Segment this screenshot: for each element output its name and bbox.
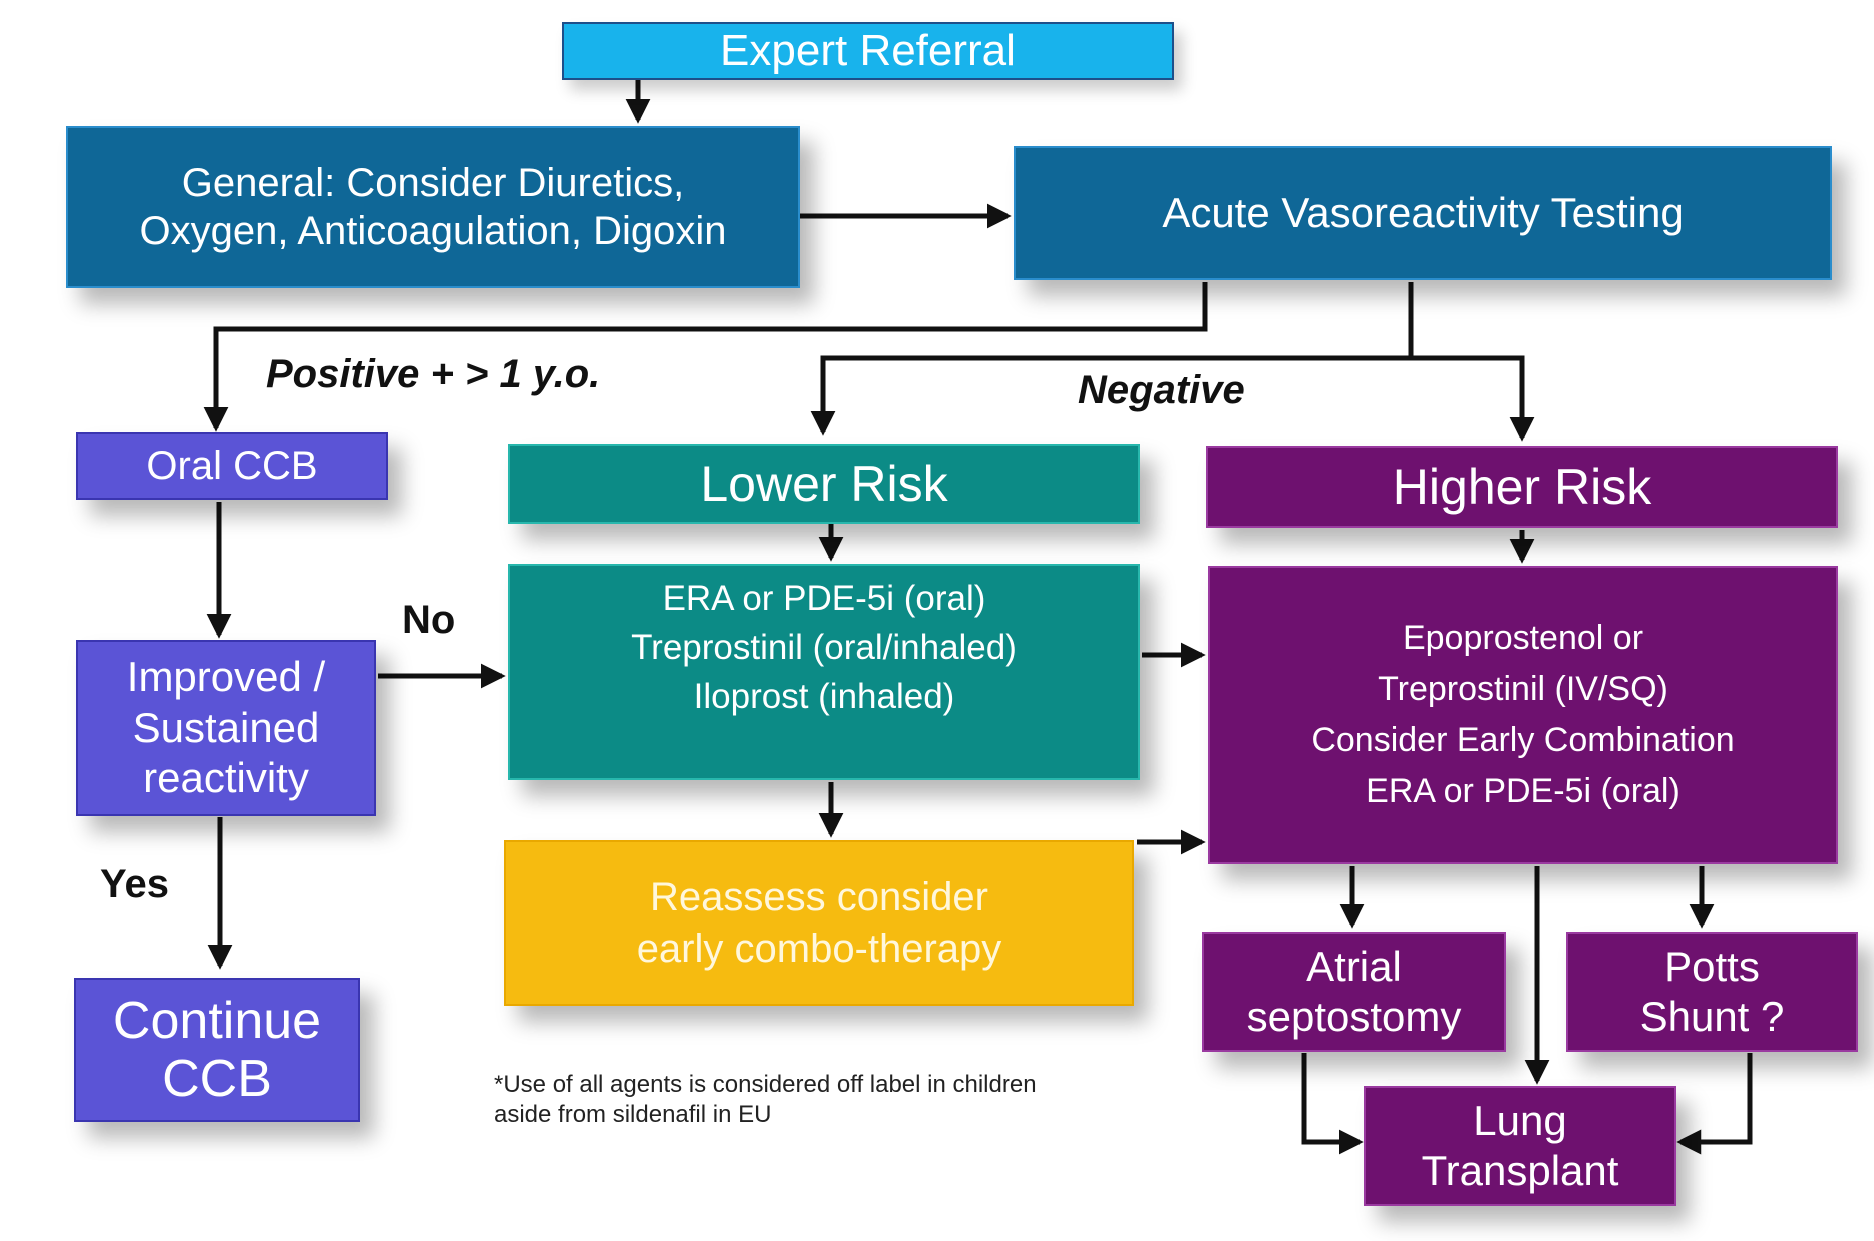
improved-line-2: Sustained [132, 703, 320, 751]
improved-line-3: reactivity [143, 754, 309, 802]
lung-line-1: Lung [1473, 1096, 1567, 1144]
footnote-line-2: aside from sildenafil in EU [494, 1101, 772, 1128]
higher-risk-header: Higher Risk [1206, 446, 1838, 528]
lung-transplant-box: Lung Transplant [1364, 1086, 1676, 1206]
higher-risk-text: Higher Risk [1392, 459, 1652, 515]
arrow-potts-to-lung [1676, 1053, 1753, 1155]
higher-risk-therapy-box: Epoprostenol or Treprostinil (IV/SQ) Con… [1208, 566, 1838, 864]
arrow-negative-to-lower-risk [810, 355, 1411, 436]
oral-ccb-box: Oral CCB [76, 432, 388, 500]
arrow-atrial-to-lung [1301, 1053, 1364, 1155]
oral-ccb-text: Oral CCB [146, 444, 318, 488]
atrial-line-1: Atrial [1306, 942, 1402, 990]
higher-therapy-line-4: ERA or PDE-5i (oral) [1366, 772, 1680, 810]
arrow-testing-to-oral-ccb [203, 282, 1208, 432]
continue-ccb-line-1: Continue [112, 991, 322, 1050]
general-measures-box: General: Consider Diuretics, Oxygen, Ant… [66, 126, 800, 288]
lower-therapy-line-2: Treprostinil (oral/inhaled) [631, 628, 1017, 667]
arrow-negative-to-higher-risk [1411, 355, 1535, 442]
lower-therapy-line-3: Iloprost (inhaled) [693, 677, 955, 716]
potts-line-1: Potts [1664, 942, 1760, 990]
acute-vasoreactivity-testing-box: Acute Vasoreactivity Testing [1014, 146, 1832, 280]
lower-risk-therapy-box: ERA or PDE-5i (oral) Treprostinil (oral/… [508, 564, 1140, 780]
higher-therapy-line-1: Epoprostenol or [1402, 619, 1644, 657]
potts-line-2: Shunt ? [1639, 993, 1785, 1040]
no-label: No [402, 598, 456, 642]
lower-therapy-line-1: ERA or PDE-5i (oral) [662, 579, 986, 618]
improved-sustained-reactivity-box: Improved / Sustained reactivity [76, 640, 376, 816]
improved-line-1: Improved / [126, 653, 326, 701]
expert-referral-text: Expert Referral [720, 25, 1016, 75]
lower-risk-text: Lower Risk [700, 456, 948, 512]
general-measures-line-2: Oxygen, Anticoagulation, Digoxin [139, 209, 727, 253]
atrial-septostomy-box: Atrial septostomy [1202, 932, 1506, 1052]
general-measures-line-1: General: Consider Diuretics, [181, 161, 685, 205]
lung-line-2: Transplant [1421, 1147, 1619, 1194]
off-label-footnote: *Use of all agents is considered off lab… [494, 1070, 1037, 1130]
higher-therapy-line-3: Consider Early Combination [1311, 721, 1735, 759]
acute-vasoreactivity-testing-text: Acute Vasoreactivity Testing [1162, 188, 1684, 236]
continue-ccb-box: Continue CCB [74, 978, 360, 1122]
expert-referral-box: Expert Referral [562, 22, 1174, 80]
higher-therapy-line-2: Treprostinil (IV/SQ) [1378, 670, 1668, 708]
negative-label: Negative [1078, 368, 1245, 412]
potts-shunt-box: Potts Shunt ? [1566, 932, 1858, 1052]
atrial-line-2: septostomy [1246, 993, 1462, 1040]
reassess-box: Reassess consider early combo-therapy [504, 840, 1134, 1006]
lower-risk-header: Lower Risk [508, 444, 1140, 524]
yes-label: Yes [100, 862, 169, 906]
reassess-line-1: Reassess consider [650, 875, 988, 919]
footnote-line-1: *Use of all agents is considered off lab… [494, 1071, 1037, 1098]
reassess-line-2: early combo-therapy [636, 927, 1002, 971]
positive-label: Positive + > 1 y.o. [266, 352, 601, 396]
continue-ccb-line-2: CCB [162, 1050, 272, 1108]
